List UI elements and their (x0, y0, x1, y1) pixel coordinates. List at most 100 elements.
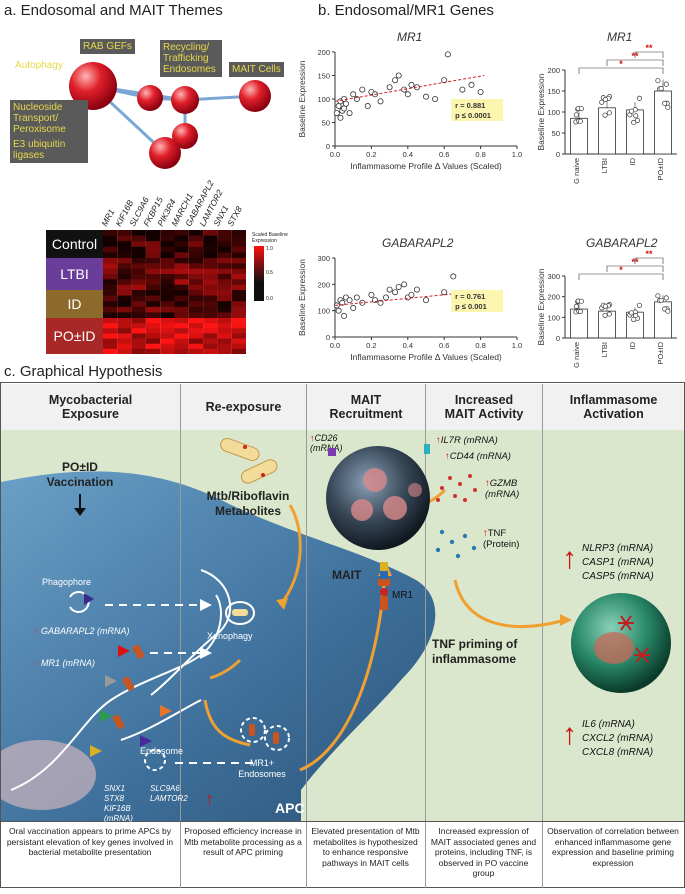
heatmap-cell (174, 295, 189, 302)
heatmap-cell (217, 235, 232, 242)
scatter-point (477, 88, 484, 95)
tnf-priming-label: TNF priming of inflammasome (432, 637, 518, 666)
heatmap-cell (117, 312, 132, 319)
scatter-point (346, 297, 353, 304)
scatter-point (395, 72, 402, 79)
scatter-point (346, 110, 353, 117)
heatmap-cell (188, 274, 204, 280)
gabarapl2-text: GABARAPL2 (mRNA) (41, 626, 130, 636)
heatmap-cell (145, 301, 161, 308)
heatmap-cell (203, 246, 218, 253)
category-label: ID (628, 341, 637, 349)
heatmap-cell (145, 246, 161, 253)
heatmap-cell (160, 246, 175, 253)
theme-rab-gefs: RAB GEFs (80, 39, 135, 54)
heatmap-cell (174, 301, 189, 308)
heatmap-cell (131, 258, 146, 264)
bar-point (578, 298, 584, 304)
heatmap-cell (188, 328, 204, 334)
scatter-point (413, 286, 420, 293)
heatmap-cell (131, 328, 146, 334)
heatmap-cell (203, 230, 218, 237)
up-arrow-icon: ↑ (436, 435, 441, 446)
header-3-text: MAIT Recruitment (329, 393, 403, 421)
heatmap-cell (231, 258, 246, 264)
scatter-point (392, 77, 399, 84)
heatmap-cell (103, 295, 118, 302)
legend-tick-05: 0.5 (266, 270, 273, 276)
heatmap-cell (188, 290, 204, 297)
bar-point (573, 112, 579, 118)
category-label: LTBI (600, 158, 609, 173)
heatmap-cell (231, 284, 246, 291)
heatmap-cell (160, 343, 175, 350)
scatter-point (401, 281, 408, 288)
cd44-text: CD44 (mRNA) (449, 451, 511, 462)
scatter-point (359, 86, 366, 93)
heatmap-cell (131, 348, 146, 354)
heatmap-cell (160, 338, 175, 345)
heatmap-cell (188, 306, 204, 313)
casp1-label: CASP1 (mRNA) (582, 557, 654, 568)
heatmap-cell (160, 323, 175, 329)
heatmap-cell (117, 301, 132, 308)
heatmap-cell (203, 328, 218, 334)
x-tick-label: 0.4 (403, 150, 413, 159)
heatmap-cell (117, 241, 132, 248)
heatmap-cell (117, 230, 132, 237)
up-arrow-icon: ↑ (485, 478, 490, 489)
heatmap-legend-bar (254, 246, 264, 301)
heatmap-cell (203, 252, 218, 259)
heatmap-cell (160, 263, 175, 270)
bar2-title: GABARAPL2 (586, 236, 658, 250)
heatmap-cell (217, 295, 232, 302)
scatter-point (450, 273, 457, 280)
heatmap-cell (131, 241, 146, 248)
heatmap-cell (231, 323, 246, 329)
scatter-point (368, 291, 375, 298)
heatmap-cell (103, 343, 118, 350)
header-mait-activity: Increased MAIT Activity (426, 384, 543, 430)
heatmap-cell (117, 338, 132, 345)
x-tick-label: 0.8 (475, 150, 485, 159)
heatmap-cell (188, 348, 204, 354)
heatmap-cell (145, 252, 161, 259)
heatmap-cell (188, 235, 204, 242)
bar-point (602, 96, 608, 103)
heatmap-cell (231, 252, 246, 259)
heatmap-cell (174, 333, 189, 340)
gzmb-label: ↑GZMB (mRNA) (485, 478, 530, 500)
heatmap-cell (117, 306, 132, 313)
heatmap-cell (145, 268, 161, 275)
bar-point (577, 118, 583, 124)
y-tick-label: 50 (322, 119, 330, 128)
heatmap-cell (231, 263, 246, 270)
heatmap-cell (188, 301, 204, 308)
bar-point (634, 117, 641, 123)
heatmap-cell (103, 252, 118, 259)
heatmap-cell (188, 246, 204, 253)
y-tick-label: 100 (547, 313, 560, 322)
scatter-point (341, 312, 348, 319)
bar-point (665, 308, 671, 314)
heatmap-cell (103, 258, 118, 264)
heatmap-cell (145, 230, 161, 237)
y-axis-label: Baseline Expression (536, 73, 546, 150)
bar-point (606, 311, 612, 317)
heatmap-cell (145, 263, 161, 270)
y-tick-label: 0 (556, 150, 560, 159)
scatter-point (459, 86, 466, 93)
heatmap-cell (203, 338, 218, 345)
heatmap-cell (174, 268, 189, 275)
heatmap-cell (145, 306, 161, 313)
heatmap-cell (203, 274, 218, 280)
heatmap-cell (131, 252, 146, 259)
bar-point (628, 108, 635, 114)
bar-point (633, 313, 639, 319)
heatmap-cell (160, 258, 175, 264)
heatmap-cell (145, 343, 161, 350)
heatmap-cell (188, 312, 204, 319)
header-2-text: Re-exposure (205, 400, 282, 414)
heatmap-cell (160, 268, 175, 275)
scatter-point (364, 103, 371, 110)
